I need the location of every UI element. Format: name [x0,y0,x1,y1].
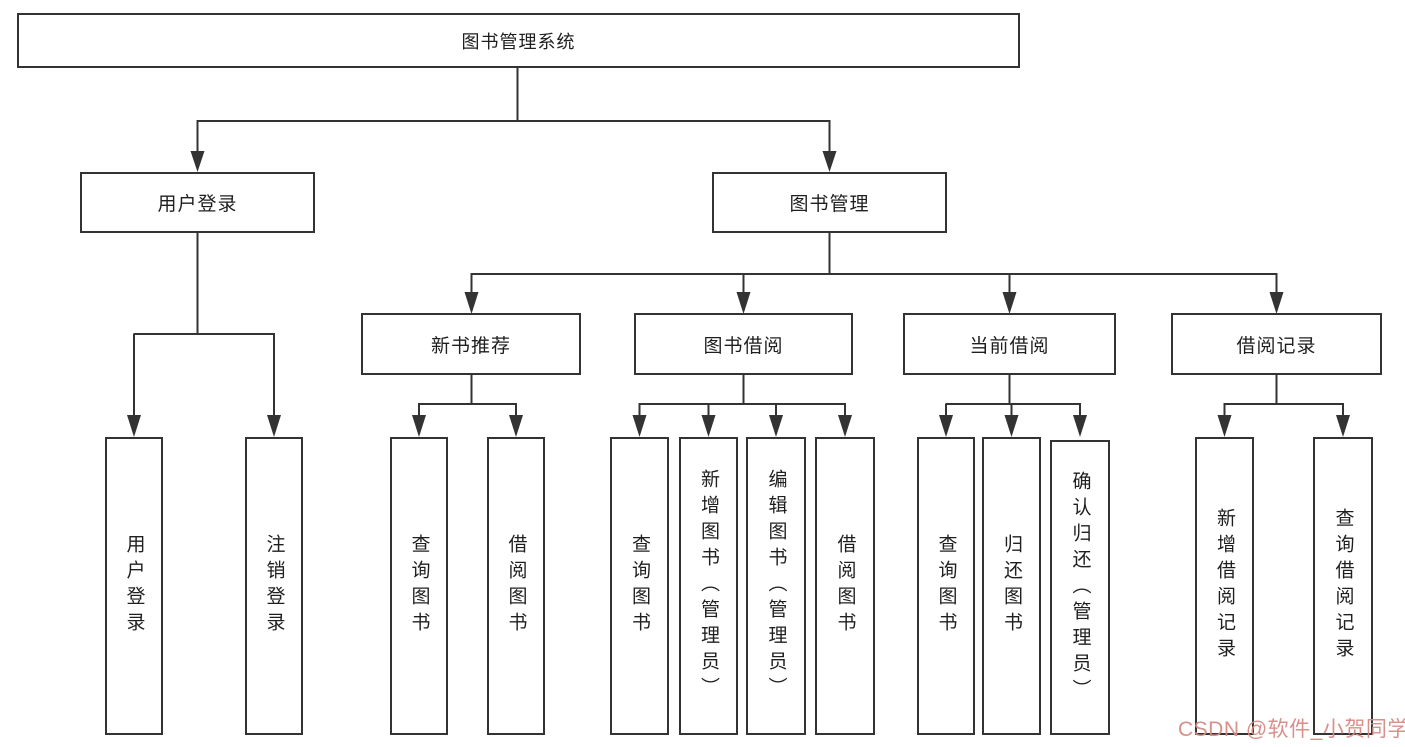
leaf-return-book: 归还图书 [982,437,1041,735]
leaf-add-borrow-record-label: 新增借阅记录 [1214,508,1235,664]
leaf-add-book-admin-label: 新增图书（管理员） [698,469,719,703]
leaf-user-login: 用户登录 [105,437,163,735]
leaf-edit-book-admin-label: 编辑图书（管理员） [765,469,787,703]
leaf-borrow-books-borrowing-label: 借阅图书 [834,534,856,638]
node-user-login: 用户登录 [80,172,315,233]
node-book-borrowing: 图书借阅 [634,313,853,375]
node-book-management: 图书管理 [712,172,947,233]
node-new-book-recommend: 新书推荐 [361,313,581,375]
leaf-query-books-borrowing: 查询图书 [610,437,669,735]
leaf-logout-label: 注销登录 [263,534,285,638]
leaf-borrow-books-recommend: 借阅图书 [487,437,545,735]
leaf-add-book-admin: 新增图书（管理员） [679,437,738,735]
leaf-add-borrow-record: 新增借阅记录 [1195,437,1254,735]
node-library-management-system: 图书管理系统 [17,13,1020,68]
leaf-query-books-borrowing-label: 查询图书 [629,534,650,638]
leaf-query-books-current-label: 查询图书 [935,534,957,638]
leaf-query-books-recommend: 查询图书 [390,437,448,735]
leaf-query-borrow-record: 查询借阅记录 [1313,437,1373,735]
leaf-return-book-label: 归还图书 [1001,534,1022,638]
leaf-confirm-return-admin-label: 确认归还（管理员） [1069,470,1091,705]
leaf-user-login-label: 用户登录 [123,534,145,638]
leaf-query-books-recommend-label: 查询图书 [408,534,430,638]
leaf-logout: 注销登录 [245,437,303,735]
leaf-confirm-return-admin: 确认归还（管理员） [1050,440,1110,735]
leaf-query-borrow-record-label: 查询借阅记录 [1332,508,1354,664]
leaf-borrow-books-borrowing: 借阅图书 [815,437,875,735]
watermark: CSDN @软件_小贺同学 [1178,718,1405,741]
leaf-query-books-current: 查询图书 [917,437,975,735]
node-borrowing-records: 借阅记录 [1171,313,1382,375]
node-current-borrowing: 当前借阅 [903,313,1116,375]
leaf-edit-book-admin: 编辑图书（管理员） [746,437,806,735]
leaf-borrow-books-recommend-label: 借阅图书 [505,534,527,638]
